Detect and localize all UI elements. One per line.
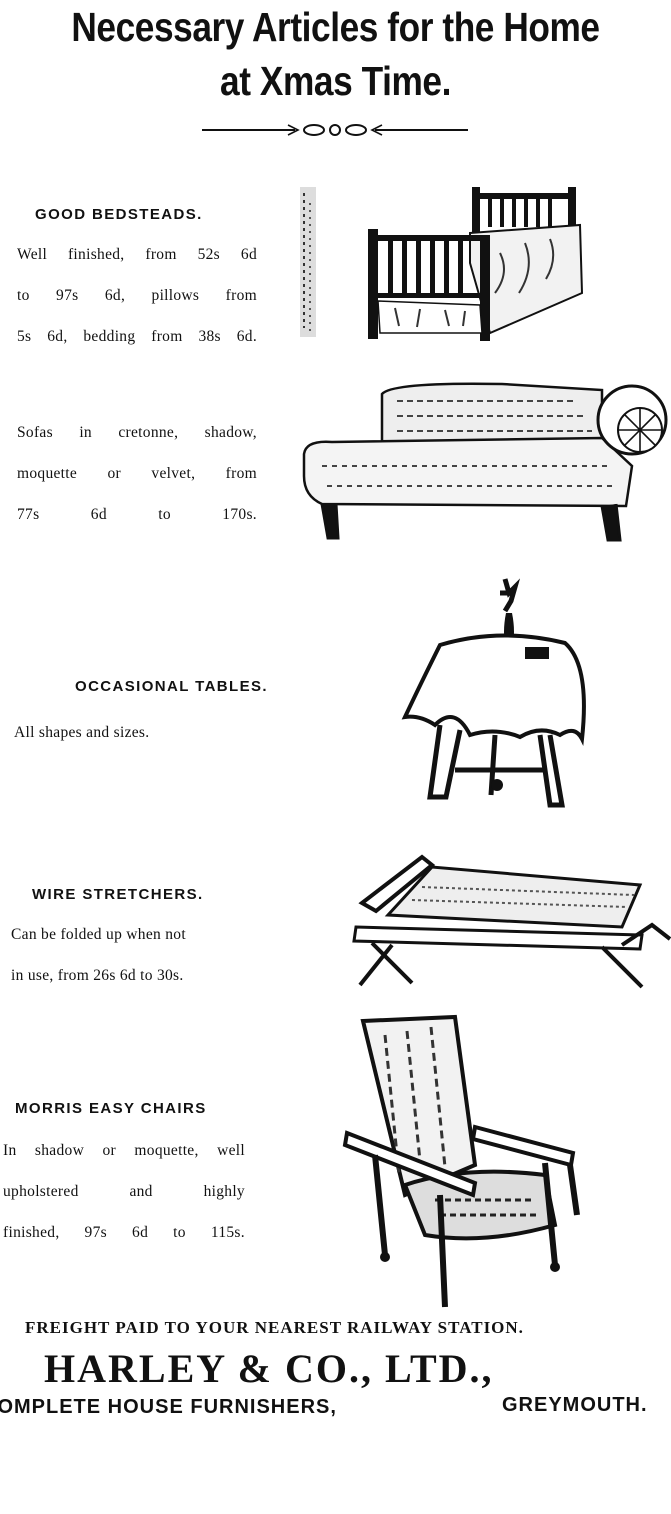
stretchers-description: Can be folded up when not in use, from 2…	[11, 914, 186, 996]
freight-notice: FREIGHT PAID TO YOUR NEAREST RAILWAY STA…	[25, 1318, 524, 1337]
chairs-heading: MORRIS EASY CHAIRS	[15, 1100, 207, 1117]
stretcher-illustration-icon	[352, 854, 671, 989]
stretchers-line-2: in use, from 26s 6d to 30s.	[11, 967, 184, 984]
bedsteads-heading: GOOD BEDSTEADS.	[35, 206, 203, 223]
company-tagline: COMPLETE HOUSE FURNISHERS,	[0, 1396, 337, 1418]
ad-title-line-2: at Xmas Time.	[220, 58, 451, 104]
bedstead-illustration-icon	[300, 187, 584, 341]
company-name: HARLEY & CO., LTD.,	[44, 1346, 494, 1391]
sofa-illustration-icon	[302, 382, 668, 542]
ornament-rule-icon	[202, 124, 468, 136]
stretchers-line-1: Can be folded up when not	[11, 926, 186, 943]
company-town: GREYMOUTH.	[502, 1394, 648, 1416]
table-illustration-icon	[401, 578, 586, 808]
chair-illustration-icon	[342, 1014, 580, 1308]
tables-heading: OCCASIONAL TABLES.	[75, 678, 268, 695]
ad-title-line-1: Necessary Articles for the Home	[71, 4, 600, 50]
stretchers-heading: WIRE STRETCHERS.	[32, 886, 204, 903]
tables-line-1: All shapes and sizes.	[14, 724, 150, 741]
